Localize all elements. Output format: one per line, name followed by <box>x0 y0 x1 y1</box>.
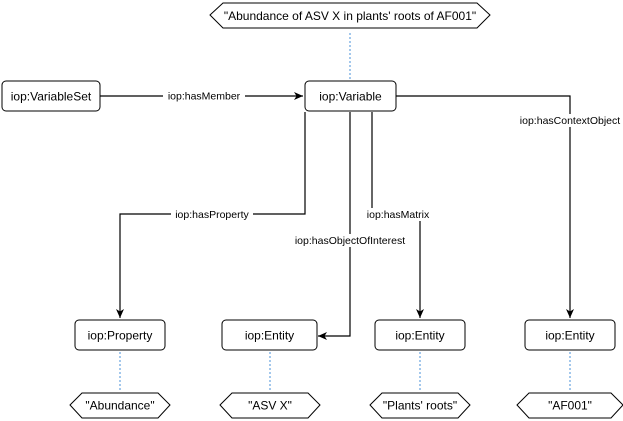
asv-x-literal-text: "ASV X" <box>248 399 292 413</box>
entity-object-node-label: iop:Entity <box>245 329 294 343</box>
plants-roots-literal-shape <box>369 392 471 419</box>
title-literal-text: "Abundance of ASV X in plants' roots of … <box>224 9 476 23</box>
asv-x-literal-shape <box>219 392 321 419</box>
title-literal-shape <box>209 2 491 29</box>
af001-literal-text: "AF001" <box>548 399 592 413</box>
has-property-label: iop:hasProperty <box>175 209 249 221</box>
variable-set-node <box>1 80 101 112</box>
entity-matrix-node <box>374 319 466 351</box>
entity-object-node <box>221 319 318 351</box>
has-member-label: iop:hasMember <box>168 91 241 103</box>
property-node-label: iop:Property <box>88 329 153 343</box>
has-matrix-label: iop:hasMatrix <box>367 209 430 221</box>
has-object-of-interest-label: iop:hasObjectOfInterest <box>295 235 405 247</box>
variable-set-node-label: iop:VariableSet <box>11 90 92 104</box>
has-object-of-interest-edge <box>318 112 351 340</box>
entity-matrix-node-label: iop:Entity <box>395 329 444 343</box>
abundance-literal-text: "Abundance" <box>85 399 154 413</box>
af001-literal-shape <box>516 392 623 419</box>
abundance-literal-shape <box>69 392 171 419</box>
has-context-object-edge <box>396 95 574 318</box>
has-context-object-label: iop:hasContextObject <box>520 115 620 127</box>
entity-context-node <box>524 319 616 351</box>
variable-node <box>304 80 397 112</box>
property-node <box>74 319 166 351</box>
plants-roots-literal-text: "Plants' roots" <box>383 399 457 413</box>
variable-node-label: iop:Variable <box>319 90 382 104</box>
entity-context-node-label: iop:Entity <box>545 329 594 343</box>
